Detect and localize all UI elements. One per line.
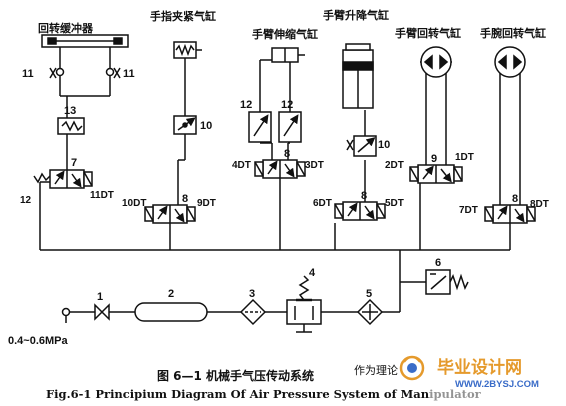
arm-lift-cylinder <box>342 43 374 109</box>
rotary-cushion-cylinder <box>41 34 129 48</box>
solenoid-6dt: 6DT <box>313 198 332 209</box>
number-12-right: 12 <box>281 99 293 111</box>
margin-mark: 12 <box>20 195 32 206</box>
number-3: 3 <box>249 288 255 300</box>
solenoid-9dt: 9DT <box>197 198 216 209</box>
solenoid-10dt: 10DT <box>122 198 146 209</box>
valve-8-lift <box>334 201 386 221</box>
number-8-lift: 8 <box>361 190 367 202</box>
filter-3 <box>239 298 267 326</box>
label-arm-lift: 手臂升降气缸 <box>323 8 389 22</box>
solenoid-4dt: 4DT <box>232 160 251 171</box>
solenoid-8dt: 8DT <box>530 199 549 210</box>
caption-english: Fig.6-1 Principium Diagram Of Air Pressu… <box>46 387 482 401</box>
solenoid-7dt: 7DT <box>459 205 478 216</box>
number-4: 4 <box>309 267 316 279</box>
number-5: 5 <box>366 288 372 300</box>
shutoff-valve-1 <box>94 303 110 321</box>
finger-clamp-cylinder <box>173 41 202 59</box>
number-6: 6 <box>435 257 441 269</box>
throttle-valve-10-finger <box>173 115 197 135</box>
solenoid-11dt: 11DT <box>90 190 114 201</box>
number-12-left: 12 <box>240 99 252 111</box>
number-8-extension: 8 <box>284 148 290 160</box>
throttle-check-12-right <box>278 111 302 143</box>
wrist-rotation-actuator <box>494 46 526 78</box>
main-manifold <box>39 182 511 251</box>
pressure-switch-6 <box>425 269 469 295</box>
number-1: 1 <box>97 291 103 303</box>
supply-pressure-label: 0.4~0.6MPa <box>8 335 69 347</box>
watermark-logo-icon <box>399 355 425 381</box>
throttle-valve-lift <box>346 135 377 157</box>
solenoid-1dt: 1DT <box>455 152 474 163</box>
pressure-source-symbol <box>61 307 71 323</box>
caption-chinese: 图 6—1 机械手气压传动系统 <box>157 368 314 383</box>
valve-8-wrist <box>484 204 536 224</box>
watermark-site-name: 毕业设计网 <box>437 357 522 378</box>
solenoid-3dt: 3DT <box>305 160 324 171</box>
supply-line <box>66 250 426 313</box>
number-8-finger: 8 <box>182 193 188 205</box>
arm-extension-cylinder <box>271 47 305 63</box>
valve-7 <box>33 169 93 189</box>
watermark-url: WWW.2BYSJ.COM <box>455 379 539 390</box>
figure-caption: 图 6—1 机械手气压传动系统 Fig.6-1 Principium Diagr… <box>46 368 482 401</box>
valve-9 <box>409 164 463 184</box>
watermark-faint-text: 作为理论 <box>354 363 398 377</box>
speed-control-13 <box>57 117 85 135</box>
number-7: 7 <box>71 157 77 169</box>
watermark: 作为理论 毕业设计网 WWW.2BYSJ.COM <box>354 350 566 406</box>
solenoid-5dt: 5DT <box>385 198 404 209</box>
number-10-lift: 10 <box>378 139 390 151</box>
valve-8-extension <box>254 159 306 179</box>
label-wrist-rotation: 手腕回转气缸 <box>480 26 546 40</box>
lubricator-5 <box>356 298 384 326</box>
throttle-check-12-left <box>248 111 272 143</box>
number-11-right: 11 <box>123 68 135 80</box>
pressure-regulator-4 <box>286 275 322 333</box>
number-9: 9 <box>431 153 437 165</box>
solenoid-2dt: 2DT <box>385 160 404 171</box>
label-arm-rotation: 手臂回转气缸 <box>395 26 461 40</box>
label-rotary-cushion: 回转缓冲器 <box>38 21 94 35</box>
throttle-valve-11-left <box>49 67 65 79</box>
number-11-left: 11 <box>22 68 34 80</box>
valve-8-finger <box>144 204 196 224</box>
component-titles: 回转缓冲器 手指夹紧气缸 手臂伸缩气缸 手臂升降气缸 手臂回转气缸 手腕回转气缸 <box>38 8 546 41</box>
air-tank-2 <box>134 302 208 322</box>
label-arm-extension: 手臂伸缩气缸 <box>252 27 318 41</box>
throttle-valve-11-right <box>105 67 121 79</box>
number-10-finger: 10 <box>200 120 212 132</box>
solenoid-labels: 11DT 10DT 9DT 4DT 3DT 6DT 5DT 2DT 1DT 7D… <box>90 152 549 216</box>
number-2: 2 <box>168 288 174 300</box>
number-8-wrist: 8 <box>512 193 518 205</box>
arm-rotation-actuator <box>420 46 452 78</box>
component-numbers: 1 2 3 4 5 6 7 8 8 8 8 9 10 10 11 11 12 1… <box>22 68 518 303</box>
number-13: 13 <box>64 105 76 117</box>
label-finger-cylinder: 手指夹紧气缸 <box>150 9 216 23</box>
